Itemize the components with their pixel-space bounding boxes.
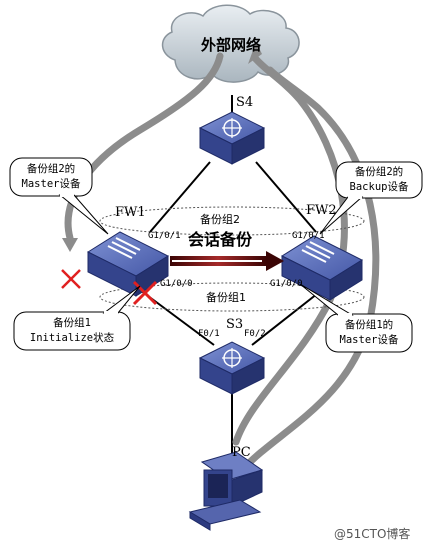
device-label-s4: S4 <box>236 95 254 110</box>
interface-fw2-g101: G1/0/1 <box>292 231 325 241</box>
pc-computer <box>188 451 264 531</box>
flow-arrowhead-fw1 <box>62 238 78 252</box>
callout-fw1-group1 <box>13 285 141 351</box>
firewall-fw1 <box>86 231 170 297</box>
group2-ellipse <box>99 206 365 236</box>
failure-mark-fw1-g100 <box>132 280 158 306</box>
firewall-fw2 <box>280 235 364 301</box>
callout-fw1-group2 <box>9 157 109 235</box>
failure-mark-left <box>61 269 81 289</box>
group1-ellipse <box>99 282 365 312</box>
interface-fw2-g100: G1/0/0 <box>270 279 303 289</box>
callout-fw2-group1 <box>299 283 413 353</box>
cloud-label: 外部网络 <box>201 36 262 54</box>
watermark: @51CTO博客 <box>334 527 411 541</box>
callout-line: 备份组1的 <box>344 319 394 331</box>
callout-text-fw1-group1: 备份组1 Initialize状态 <box>14 316 130 346</box>
device-label-fw2: FW2 <box>306 203 337 218</box>
callout-text-fw1-group2: 备份组2的 Master设备 <box>10 162 92 192</box>
callout-text-fw2-group2: 备份组2的 Backup设备 <box>336 165 422 195</box>
switch-s3 <box>198 341 266 395</box>
callout-text-fw2-group1: 备份组1的 Master设备 <box>326 318 412 348</box>
traffic-flow-arrows <box>64 52 380 472</box>
group2-label: 备份组2 <box>200 213 240 226</box>
device-label-s3: S3 <box>226 317 244 332</box>
interface-s3-f02: F0/2 <box>244 329 266 339</box>
interface-fw1-g100: G1/0/0 <box>160 279 193 289</box>
callout-line: 备份组2的 <box>26 163 76 175</box>
callout-line: 备份组1 <box>53 317 91 329</box>
flow-pc-in <box>240 66 380 472</box>
interface-fw1-g101: G1/0/1 <box>148 231 181 241</box>
callout-line: Master设备 <box>21 178 81 190</box>
callout-line: Backup设备 <box>349 181 409 193</box>
external-network-cloud <box>161 4 300 83</box>
session-backup-label: 会话备份 <box>188 230 253 249</box>
session-backup-arrow <box>170 251 284 271</box>
group1-label: 备份组1 <box>206 291 246 304</box>
callout-fw2-group2 <box>319 161 423 235</box>
switch-s4 <box>198 111 266 165</box>
device-label-fw1: FW1 <box>115 205 146 220</box>
interface-s3-f01: F0/1 <box>198 329 220 339</box>
callout-line: Master设备 <box>339 334 399 346</box>
flow-fw1-out <box>64 52 224 242</box>
callout-line: 备份组2的 <box>354 166 404 178</box>
flow-arrowhead-fw2 <box>248 42 262 64</box>
device-label-pc: PC <box>232 445 251 460</box>
callout-line: Initialize状态 <box>29 332 115 344</box>
